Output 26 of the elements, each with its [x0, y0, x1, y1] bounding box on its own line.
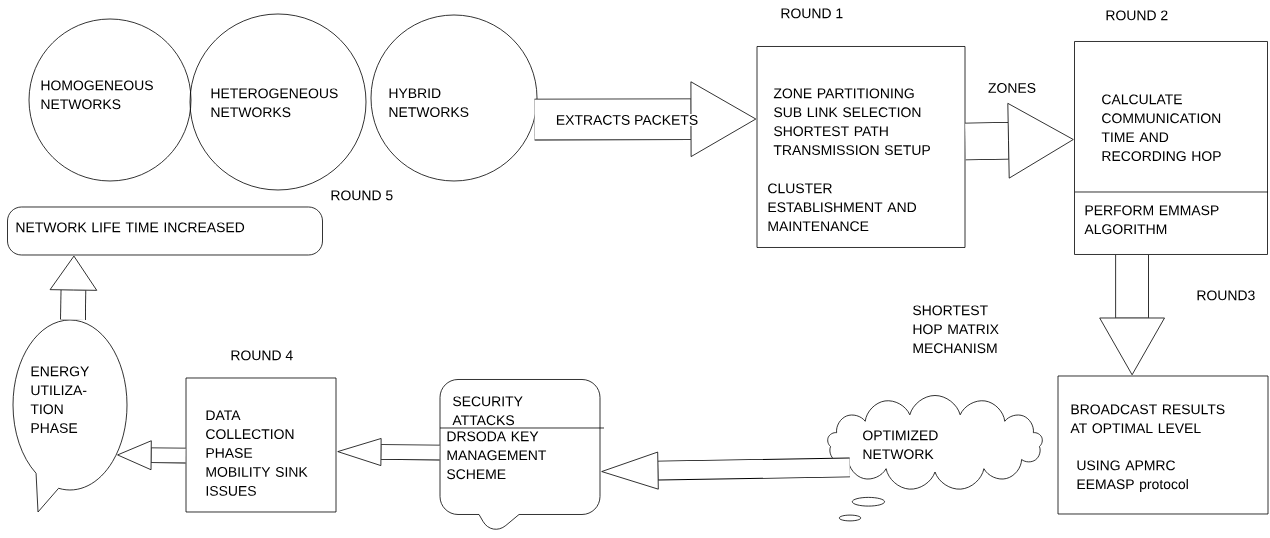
- stage-label: ROUND 1: [781, 8, 843, 19]
- process-box: DATA COLLECTION PHASE MOBILITY SINK ISSUES: [185, 377, 337, 513]
- block-arrow: [601, 451, 850, 490]
- speech-bubble: SECURITY ATTACKS DRSODA KEY MANAGEMENT SCHEME: [439, 379, 605, 530]
- note-text: ROUND 5: [331, 190, 393, 201]
- stage-label: ROUND 2: [1106, 10, 1168, 21]
- block-arrow: [965, 102, 1074, 179]
- circle-node: HOMOGENEOUS NETWORKS: [28, 18, 192, 182]
- circle-node: HETEROGENEOUS NETWORKS: [189, 13, 367, 191]
- process-box: ZONE PARTITIONING SUB LINK SELECTION SHORTEST PATH TRANSMISSION SETUP CLUSTER ESTABLISHMENT AND MAINTENANCE: [756, 46, 966, 248]
- block-arrow: [1099, 254, 1165, 376]
- block-arrow: [534, 81, 757, 157]
- stage-label: ROUND 4: [231, 350, 293, 361]
- block-arrow: [49, 255, 98, 320]
- process-box: CALCULATE COMMUNICATION TIME AND RECORDING HOP PERFORM EMMASP ALGORITHM: [1074, 41, 1269, 255]
- process-box: BROADCAST RESULTS AT OPTIMAL LEVEL USING APMRC EEMASP protocol: [1057, 375, 1269, 515]
- rounded-box: NETWORK LIFE TIME INCREASED: [7, 206, 323, 256]
- block-arrow: [117, 440, 186, 471]
- edge-label: EXTRACTS PACKETS: [554, 114, 700, 126]
- block-arrow: [337, 438, 440, 466]
- note-text: ROUND3: [1197, 290, 1255, 301]
- edge-label: ZONES: [987, 82, 1037, 94]
- speech-bubble: ENERGY UTILIZA- TION PHASE: [12, 319, 128, 513]
- circle-node: HYBRID NETWORKS: [370, 14, 538, 182]
- thought-cloud: OPTIMIZED NETWORK: [827, 395, 1043, 522]
- note-text: SHORTEST HOP MATRIX MECHANISM: [913, 305, 999, 354]
